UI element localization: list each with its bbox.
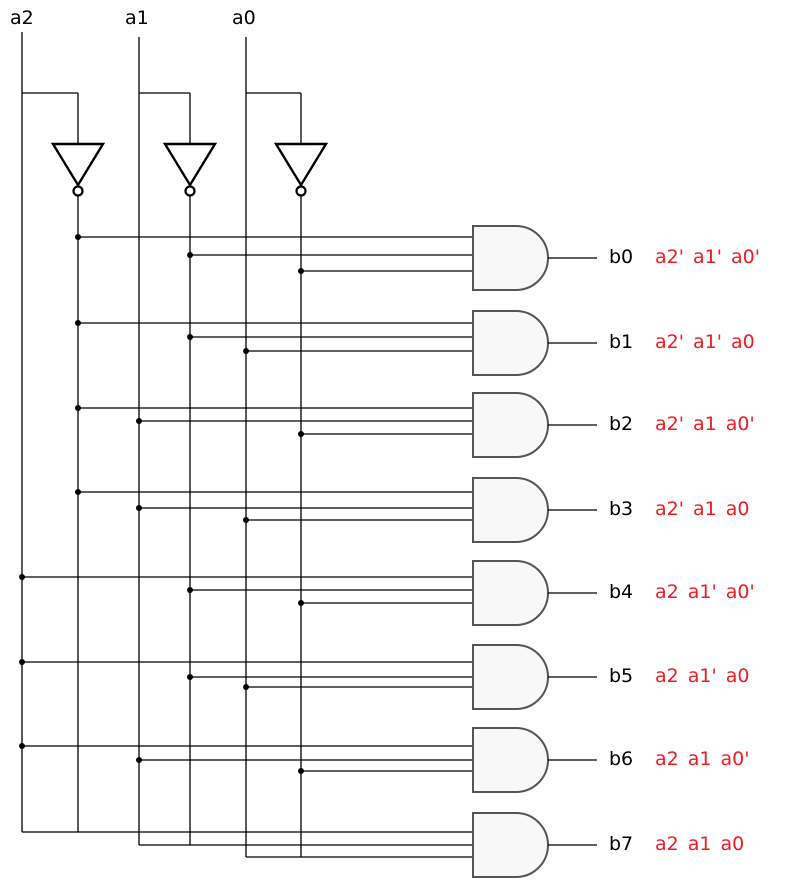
input-label-a2: a2	[10, 7, 34, 29]
junction-dot	[298, 268, 304, 274]
output-label-b5: b5	[609, 665, 634, 687]
output-expression-b3: a2' a1 a0	[655, 498, 750, 520]
junction-dot	[187, 334, 193, 340]
output-label-b0: b0	[609, 246, 634, 268]
junction-dot	[19, 574, 25, 580]
output-expression-b2: a2' a1 a0'	[655, 413, 755, 435]
output-label-b3: b3	[609, 498, 634, 520]
input-label-a0: a0	[232, 7, 256, 29]
junction-dot	[75, 405, 81, 411]
junction-dot	[298, 768, 304, 774]
not-gate-icon	[162, 142, 218, 188]
output-label-b7: b7	[609, 833, 634, 855]
and-gate-b0	[472, 225, 549, 291]
junction-dot	[187, 587, 193, 593]
junction-dot	[298, 600, 304, 606]
and-gate-b6	[472, 727, 549, 793]
output-expression-b0: a2' a1' a0'	[655, 246, 760, 268]
and-gate-b1	[472, 310, 549, 376]
not-gate-icon	[50, 142, 106, 188]
and-gate-b7	[472, 812, 549, 878]
inversion-bubble	[72, 185, 84, 197]
junction-dot	[136, 505, 142, 511]
junction-dot	[75, 489, 81, 495]
junction-dot	[187, 674, 193, 680]
junction-dot	[298, 431, 304, 437]
inversion-bubble	[184, 185, 196, 197]
output-expression-b4: a2 a1' a0'	[655, 581, 755, 603]
output-label-b1: b1	[609, 331, 634, 353]
output-label-b6: b6	[609, 748, 634, 770]
output-expression-b7: a2 a1 a0	[655, 833, 745, 855]
junction-dot	[243, 684, 249, 690]
junction-dot	[187, 252, 193, 258]
and-gate-b3	[472, 477, 549, 543]
inversion-bubble	[295, 185, 307, 197]
output-expression-b6: a2 a1 a0'	[655, 748, 750, 770]
junction-dot	[243, 517, 249, 523]
and-gate-b5	[472, 644, 549, 710]
and-gate-b2	[472, 392, 549, 458]
output-label-b4: b4	[609, 581, 634, 603]
junction-dot	[75, 234, 81, 240]
junction-dot	[19, 743, 25, 749]
output-expression-b1: a2' a1' a0	[655, 331, 755, 353]
junction-dot	[243, 348, 249, 354]
junction-dot	[75, 320, 81, 326]
junction-dot	[136, 757, 142, 763]
output-label-b2: b2	[609, 413, 634, 435]
junction-dot	[136, 418, 142, 424]
input-label-a1: a1	[125, 7, 149, 29]
and-gate-b4	[472, 560, 549, 626]
output-expression-b5: a2 a1' a0	[655, 665, 750, 687]
not-gate-icon	[273, 142, 329, 188]
junction-dot	[19, 659, 25, 665]
